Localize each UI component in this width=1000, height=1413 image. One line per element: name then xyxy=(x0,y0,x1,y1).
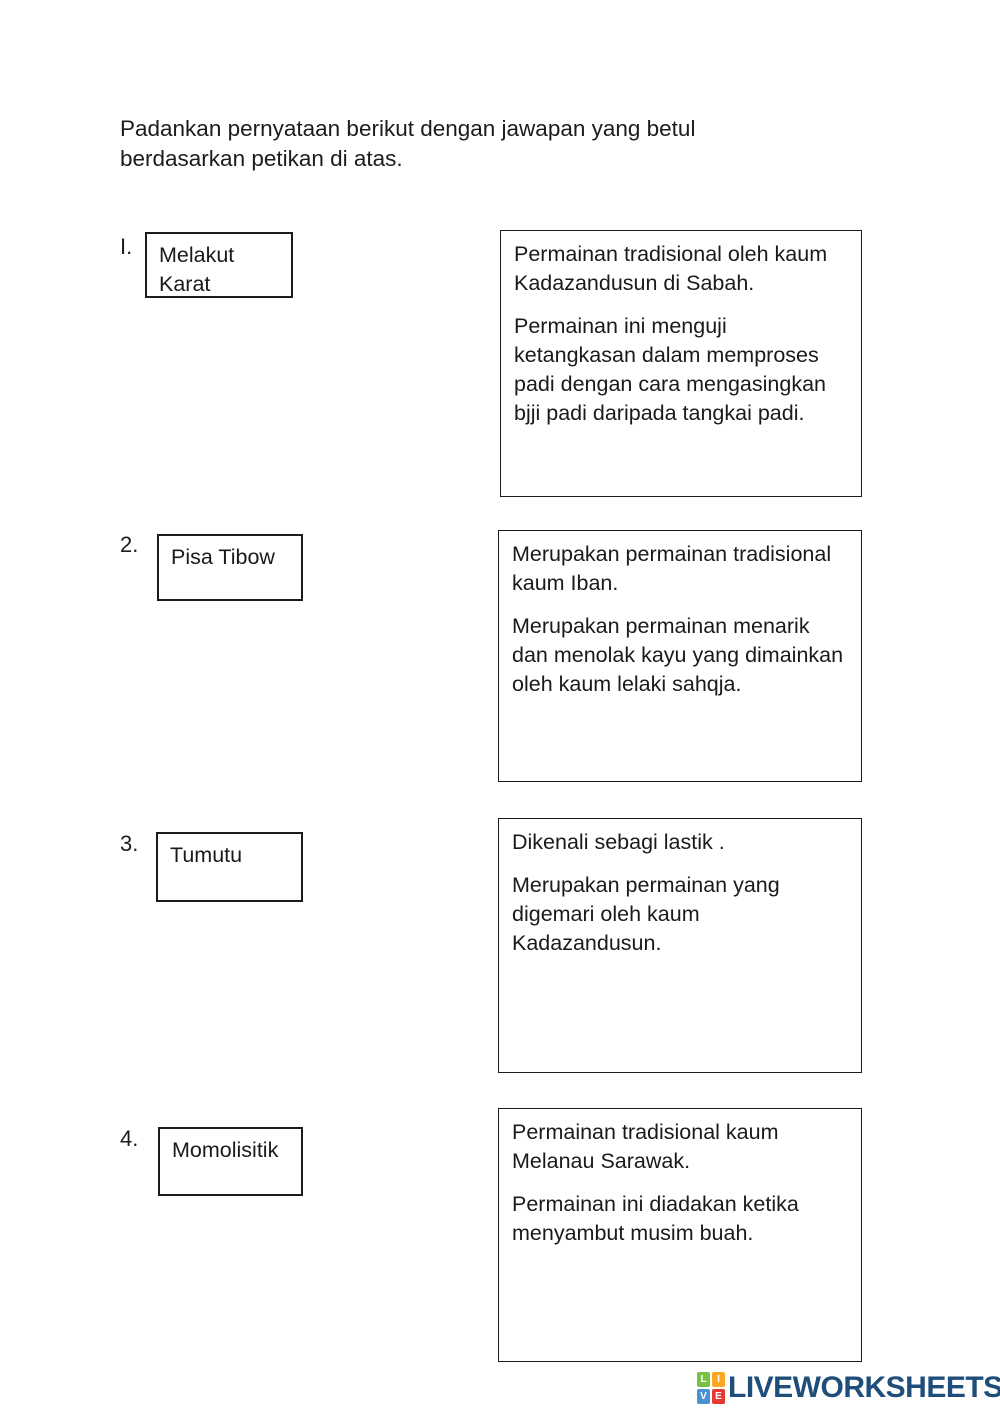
item-4-term-box[interactable]: Momolisitik xyxy=(158,1127,303,1196)
liveworksheets-brand-text: LIVEWORKSHEETS xyxy=(728,1371,1000,1404)
item-2-number: 2. xyxy=(120,532,139,557)
item-1-answer-box[interactable]: Permainan tradisional oleh kaum Kadazand… xyxy=(500,230,862,497)
item-1-term-box[interactable]: Melakut Karat xyxy=(145,232,293,298)
item-2-answer-paragraph-1: Merupakan permainan tradisional kaum Iba… xyxy=(512,542,832,595)
liveworksheets-logo-icon: L I V E xyxy=(697,1372,725,1404)
item-3-number: 3. xyxy=(120,831,139,856)
item-4-number: 4. xyxy=(120,1126,139,1151)
item-1-answer-paragraph-2: Permainan ini menguji ketangkasan dalam … xyxy=(514,314,826,425)
item-3-term-label: Tumutu xyxy=(170,843,243,867)
item-1-answer-paragraph-1: Permainan tradisional oleh kaum Kadazand… xyxy=(514,242,828,295)
item-4-answer-paragraph-1: Permainan tradisional kaum Melanau Saraw… xyxy=(512,1120,779,1173)
item-1-term-label: Melakut Karat xyxy=(159,243,235,297)
item-2-answer-box[interactable]: Merupakan permainan tradisional kaum Iba… xyxy=(498,530,862,782)
instruction-text: Padankan pernyataan berikut dengan jawap… xyxy=(120,116,696,172)
item-3-answer-paragraph-2: Merupakan permainan yang digemari oleh k… xyxy=(512,873,780,955)
item-2-term-label: Pisa Tibow xyxy=(171,545,275,569)
logo-tile-l: L xyxy=(697,1372,710,1387)
item-1-number: I. xyxy=(120,234,133,259)
logo-tile-e: E xyxy=(712,1389,725,1404)
item-4-term-label: Momolisitik xyxy=(172,1138,279,1162)
item-4-answer-box[interactable]: Permainan tradisional kaum Melanau Saraw… xyxy=(498,1108,862,1362)
logo-tile-i: I xyxy=(712,1372,725,1387)
logo-tile-v: V xyxy=(697,1389,710,1404)
item-3-answer-paragraph-1: Dikenali sebagi lastik . xyxy=(512,830,725,854)
item-4-answer-paragraph-2: Permainan ini diadakan ketika menyambut … xyxy=(512,1192,799,1245)
item-2-term-box[interactable]: Pisa Tibow xyxy=(157,534,303,601)
item-3-term-box[interactable]: Tumutu xyxy=(156,832,303,902)
item-3-answer-box[interactable]: Dikenali sebagi lastik . Merupakan perma… xyxy=(498,818,862,1073)
liveworksheets-logo[interactable]: L I V E LIVEWORKSHEETS xyxy=(697,1371,1000,1405)
item-2-answer-paragraph-2: Merupakan permainan menarik dan menolak … xyxy=(512,614,844,696)
